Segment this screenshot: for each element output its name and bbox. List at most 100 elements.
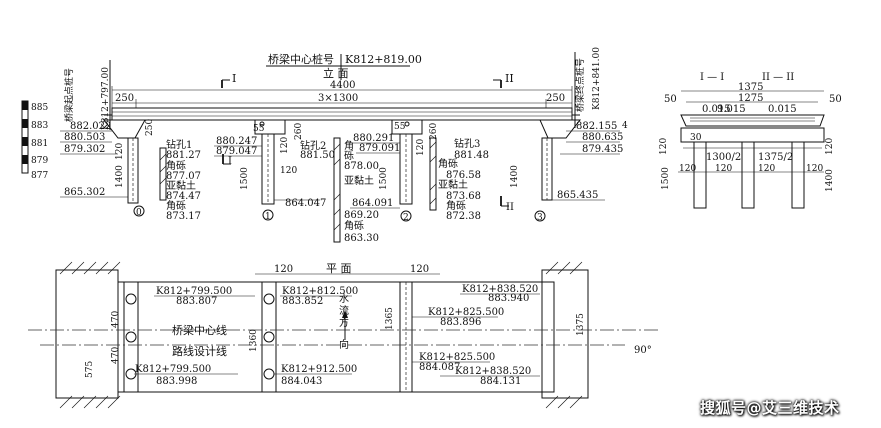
- end-stake-label: 桥梁终点桩号: [574, 58, 586, 112]
- station-stake-0: K812+799.500: [156, 286, 232, 297]
- station-stake-3: K812+838.520: [462, 284, 538, 295]
- left-elev-1: 882.022: [70, 121, 111, 132]
- dim-260-b: 260: [429, 123, 439, 140]
- water-flow-3: 向: [339, 338, 349, 351]
- elevation-title: 立 面: [323, 66, 349, 80]
- plan-dim-120-right: 120: [410, 264, 429, 275]
- bore1-value-6: 873.17: [166, 211, 201, 222]
- section-width-50-right: 50: [829, 94, 842, 105]
- road-centerline-label: 路线设计线: [172, 344, 227, 358]
- bore2-value-1: 角: [344, 140, 354, 152]
- station-elev-2: 883.896: [440, 317, 481, 328]
- section-w-120-c: 120: [758, 164, 775, 174]
- pier2-top-elevation: 880.291: [353, 133, 394, 144]
- bore3-value-1: 角砾: [438, 157, 458, 170]
- station-elev-1: 883.852: [282, 296, 323, 307]
- station-elev-6: 884.087: [419, 362, 460, 373]
- station-stake-2: K812+825.500: [428, 307, 504, 318]
- plan-dim-1360: 1360: [249, 329, 259, 352]
- right-elev-2: 880.635: [582, 132, 623, 143]
- bore2-value-4: 亚黏土: [344, 174, 374, 187]
- bore2-value-6: 角砾: [344, 219, 364, 232]
- dim-55-a: 55: [253, 124, 265, 134]
- section-low-2: II: [506, 202, 514, 213]
- plan-dim-470-b: 470: [111, 347, 121, 364]
- bore2-title: 钻孔2: [300, 139, 326, 152]
- section-title-1: I — I: [700, 72, 724, 83]
- center-stake-value: K812+819.00: [345, 53, 422, 66]
- scale-tick-881: 881: [31, 139, 48, 149]
- section-width-1375: 1375: [738, 82, 763, 93]
- section-half-right: 1375/2: [758, 152, 793, 163]
- start-stake-label: 桥梁起点桩号: [63, 68, 75, 122]
- dim-1400-right: 1400: [510, 165, 520, 188]
- span-dimension: 3×1300: [318, 93, 358, 104]
- watermark: 搜狐号@艾三维技术: [700, 399, 840, 417]
- bore1-value-0: 881.27: [166, 150, 201, 161]
- station-elev-5: 884.043: [281, 376, 322, 387]
- dim-1400-left: 1400: [115, 165, 125, 188]
- pile3-elevation: 865.435: [557, 190, 598, 201]
- bore2-value-2: 砾: [344, 149, 354, 162]
- total-length: 4400: [330, 80, 355, 91]
- station-stake-1: K812+812.500: [282, 286, 358, 297]
- dim-250-right: 250: [546, 93, 565, 104]
- bore3-value-4: 873.68: [446, 191, 481, 202]
- water-flow-0: 水: [339, 293, 349, 305]
- dim-120-c: 120: [280, 166, 297, 176]
- bore1-value-2: 877.07: [166, 171, 201, 182]
- station-stake-6: K812+825.500: [419, 352, 495, 363]
- bore1-value-1: 角砾: [166, 159, 186, 172]
- end-stake-value: K812+841.00: [592, 47, 602, 110]
- center-stake-label: 桥梁中心桩号: [268, 52, 334, 66]
- right-elev-3: 879.435: [582, 144, 623, 155]
- bore3-value-3: 876.58: [446, 170, 481, 181]
- dim-1500-b: 1500: [379, 167, 389, 190]
- section-title-2: II — II: [762, 72, 794, 83]
- bore1-title: 钻孔1: [166, 138, 192, 151]
- scale-tick-885: 885: [31, 103, 48, 113]
- right-elev-1: 882.155: [576, 121, 617, 132]
- section-w-120-d: 120: [806, 164, 823, 174]
- pier1-base-elevation: 864.047: [285, 198, 326, 209]
- bore1-value-5: 角砾: [166, 199, 186, 212]
- dim-120-d: 120: [416, 139, 426, 156]
- water-flow-1: 流: [339, 304, 349, 317]
- bore3-value-2: 亚黏土: [438, 178, 468, 191]
- pier2-bottom-elevation: 879.091: [359, 143, 400, 154]
- section-width-1275: 1275: [738, 93, 763, 104]
- station-stake-7: K812+838.520: [455, 366, 531, 377]
- section-h-1400: 1400: [825, 169, 835, 192]
- bore2-value-3: 878.00: [344, 161, 379, 172]
- station-elev-4: 883.998: [156, 376, 197, 387]
- plan-dim-1375: 1375: [576, 313, 586, 336]
- station-stake-4: K812+799.500: [135, 364, 211, 375]
- bore2-value-0: 881.50: [300, 150, 335, 161]
- dim-1500-a: 1500: [240, 167, 250, 190]
- section-low-1: I: [228, 156, 232, 167]
- bore2-value-7: 863.30: [344, 233, 379, 244]
- bridge-centerline-label: 桥梁中心线: [172, 323, 227, 337]
- dim-250-vertical: 250: [145, 119, 155, 136]
- cross-section-view: I — I II — II 1375 1275 50 50 9.015 0.01…: [659, 72, 842, 209]
- dim-120-left: 120: [115, 143, 125, 160]
- plan-dim-575: 575: [85, 361, 95, 378]
- plan-dim-1365: 1365: [385, 307, 395, 330]
- pile-number-3: 3: [537, 213, 543, 223]
- section-mark-1: I: [232, 72, 236, 85]
- bore3-value-0: 881.48: [454, 150, 489, 161]
- pile-number-0: 0: [136, 208, 142, 218]
- station-elev-7: 884.131: [480, 376, 521, 387]
- section-w-120-a: 120: [679, 164, 696, 174]
- elevation-scale-bar: 885 883 881 879 877: [21, 100, 48, 181]
- station-elev-3: 883.940: [488, 293, 529, 304]
- section-half-left: 1300/2: [706, 152, 741, 163]
- scale-tick-877: 877: [31, 171, 48, 181]
- slope-left: 0.015: [702, 104, 731, 115]
- plan-title: 平 面: [326, 262, 352, 275]
- dim-4: 4: [622, 121, 628, 131]
- pile-number-1: 1: [265, 212, 271, 222]
- station-stake-5: K812+912.500: [281, 364, 357, 375]
- section-width-9015: 9.015: [717, 104, 746, 115]
